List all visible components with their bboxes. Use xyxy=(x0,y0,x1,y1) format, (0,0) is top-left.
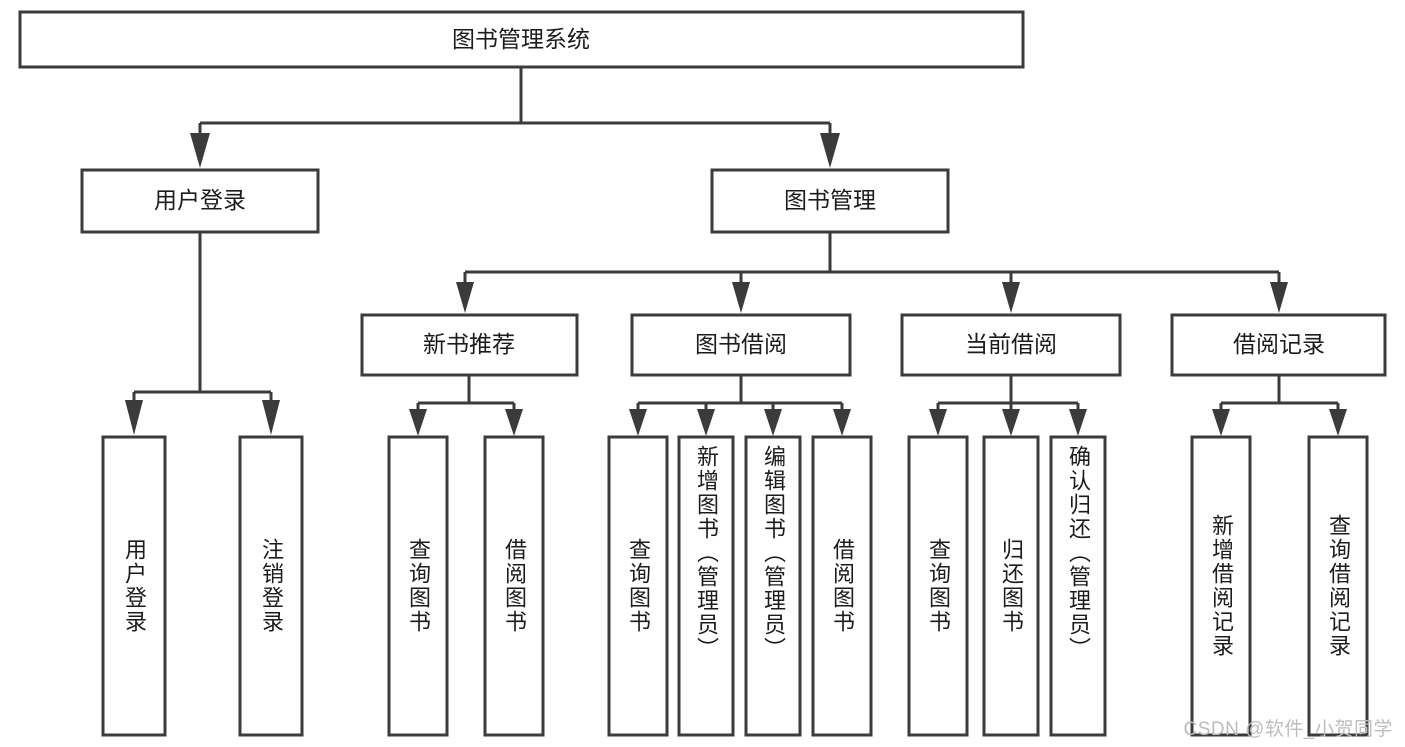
node-leaf-return-book-box[interactable] xyxy=(982,435,1040,737)
node-leaf-query-record-box[interactable] xyxy=(1307,435,1369,737)
connector-user-login-to-leaves xyxy=(125,232,280,435)
node-new-book-recommend[interactable]: 新书推荐 xyxy=(360,313,579,377)
arrow-head-icon xyxy=(409,409,427,436)
node-leaf-query-book-1-box[interactable] xyxy=(387,435,449,737)
node-new-book-recommend-box[interactable] xyxy=(360,313,579,377)
node-leaf-add-book-box[interactable] xyxy=(677,435,735,737)
arrow-head-icon xyxy=(732,282,750,313)
node-book-borrow[interactable]: 图书借阅 xyxy=(630,313,852,377)
arrow-head-icon xyxy=(629,409,647,436)
connector-book-manage-to-level3 xyxy=(456,232,1288,313)
node-new-book-recommend-label: 新书推荐 xyxy=(423,331,515,357)
node-current-borrow[interactable]: 当前借阅 xyxy=(900,313,1122,377)
node-leaf-borrow-book-1-box[interactable] xyxy=(483,435,545,737)
node-borrow-record-label: 借阅记录 xyxy=(1233,331,1325,357)
node-book-borrow-label: 图书借阅 xyxy=(695,331,787,357)
arrow-head-icon xyxy=(1002,409,1020,436)
node-root-box[interactable] xyxy=(18,10,1025,69)
csdn-watermark: CSDN @软件_小贺同学 xyxy=(1183,719,1393,740)
node-book-manage-label: 图书管理 xyxy=(784,187,876,213)
arrow-head-icon xyxy=(820,133,840,168)
node-leaf-query-book-2-box[interactable] xyxy=(607,435,669,737)
arrow-head-icon xyxy=(456,282,474,313)
node-book-manage-box[interactable] xyxy=(710,168,950,234)
node-leaf-query-book-3-box[interactable] xyxy=(907,435,969,737)
arrow-head-icon xyxy=(1002,282,1020,313)
node-leaf-user-login-box[interactable] xyxy=(101,435,167,737)
arrow-head-icon xyxy=(833,409,851,436)
node-leaf-borrow-book-2-box[interactable] xyxy=(811,435,873,737)
node-leaf-edit-book-box[interactable] xyxy=(744,435,802,737)
connector-root-to-level2 xyxy=(190,67,840,168)
connector-book-borrow-to-leaves xyxy=(629,375,851,436)
node-book-borrow-box[interactable] xyxy=(630,313,852,377)
connector-new-book-recommend-to-leaves xyxy=(409,375,523,436)
node-borrow-record[interactable]: 借阅记录 xyxy=(1170,313,1387,377)
arrow-head-icon xyxy=(1329,409,1347,436)
node-user-login[interactable]: 用户登录 xyxy=(80,168,320,234)
node-current-borrow-label: 当前借阅 xyxy=(965,331,1057,357)
arrow-head-icon xyxy=(1270,282,1288,313)
node-book-manage[interactable]: 图书管理 xyxy=(710,168,950,234)
arrow-head-icon xyxy=(764,409,782,436)
arrow-head-icon xyxy=(697,409,715,436)
node-user-login-box[interactable] xyxy=(80,168,320,234)
connector-current-borrow-to-leaves xyxy=(929,375,1087,436)
arrow-head-icon xyxy=(125,400,143,435)
arrow-head-icon xyxy=(190,133,210,168)
connector-borrow-record-to-leaves xyxy=(1212,375,1347,436)
node-user-login-label: 用户登录 xyxy=(154,187,246,213)
arrow-head-icon xyxy=(1212,409,1230,436)
node-leaf-logout-login-box[interactable] xyxy=(238,435,304,737)
arrow-head-icon xyxy=(1069,409,1087,436)
node-borrow-record-box[interactable] xyxy=(1170,313,1387,377)
node-leaf-add-record-box[interactable] xyxy=(1190,435,1252,737)
arrow-head-icon xyxy=(505,409,523,436)
node-root[interactable]: 图书管理系统 xyxy=(18,10,1025,69)
node-leaf-confirm-return-box[interactable] xyxy=(1049,435,1107,737)
arrow-head-icon xyxy=(262,400,280,435)
node-root-label: 图书管理系统 xyxy=(452,26,590,52)
arrow-head-icon xyxy=(929,409,947,436)
node-current-borrow-box[interactable] xyxy=(900,313,1122,377)
